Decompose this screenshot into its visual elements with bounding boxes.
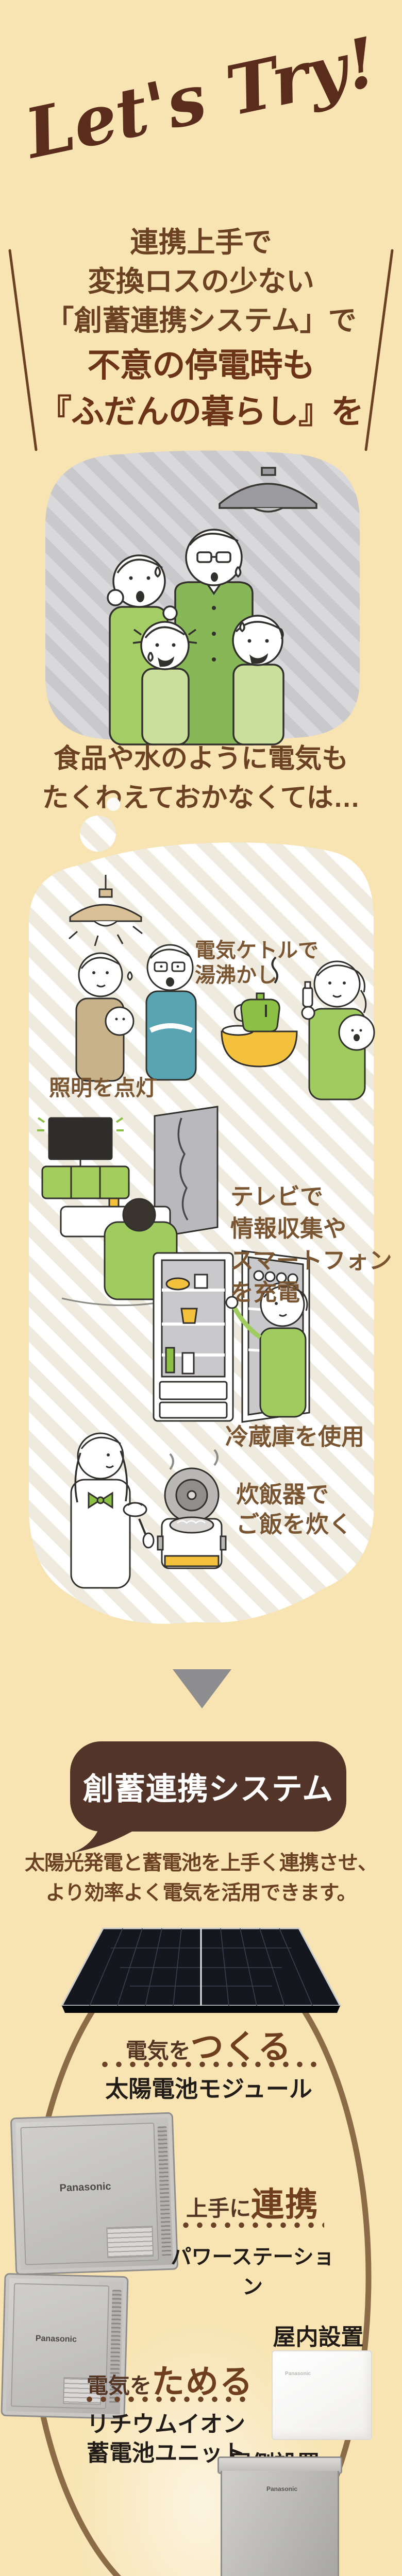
store-prefix: 電気を: [86, 2374, 152, 2398]
thought-dot-large: [80, 816, 116, 852]
power-station-vent: [157, 2126, 172, 2257]
system-badge: 創蓄連携システム: [70, 1741, 346, 1832]
system-badge-tail: [72, 1825, 137, 1853]
power-station-image-1: Panasonic: [10, 2112, 179, 2276]
headline-emphasis-1: 不意の停電時も: [87, 347, 315, 384]
system-description-1: 太陽光発電と蓄電池を上手く連携させ、: [24, 1852, 378, 1874]
blackout-caption-2: たくわえておかなくては…: [42, 783, 360, 813]
headline-emphasis-2: 『ふだんの暮らし』を: [39, 393, 364, 430]
kettle-vignette: [221, 956, 375, 1100]
tv-label: テレビで 情報収集や スマートフォン を充電: [230, 1181, 392, 1309]
store-dotted-divider: [82, 2396, 254, 2403]
link-prefix: 上手に: [186, 2196, 251, 2221]
lets-try-script: Let's Try!: [16, 22, 383, 175]
link-emphasis: 連携: [251, 2186, 319, 2223]
cooker-label: 炊飯器で ご飯を炊く: [236, 1480, 352, 1539]
cooker-label-line: 炊飯器で: [236, 1481, 329, 1507]
headline-line-1: 連携上手で: [130, 226, 272, 258]
fridge-vignette: [153, 1250, 310, 1423]
indoor-placement-label: 屋内設置: [273, 2325, 364, 2350]
headline-line-3: 「創蓄連携システム」で: [45, 304, 357, 336]
fridge-label: 冷蔵庫を使用: [225, 1423, 365, 1450]
cooker-label-line: ご飯を炊く: [236, 1511, 353, 1537]
indoor-battery-image: Panasonic: [272, 2350, 372, 2440]
lighting-label: 照明を点灯: [49, 1076, 158, 1100]
create-prefix: 電気を: [125, 2039, 191, 2063]
solar-panel-image: [60, 1927, 342, 2013]
ceiling-light-off-icon: [219, 467, 317, 513]
link-dotted-divider: [179, 2222, 324, 2229]
tv-label-line: スマートフォン: [230, 1247, 392, 1274]
indoor-battery-brand: Panasonic: [285, 2371, 311, 2377]
daughter-figure: [132, 621, 197, 745]
power-station-sticker: [106, 2226, 154, 2259]
thought-dot-small: [107, 798, 120, 811]
blackout-family-illustration: [45, 450, 360, 745]
system-badge-label: 創蓄連携システム: [82, 1772, 334, 1806]
kettle-label-1: 電気ケトルで: [195, 939, 319, 962]
outdoor-battery-brand: Panasonic: [266, 2485, 298, 2493]
lets-try-text: Let's Try!: [16, 22, 383, 175]
headline-line-2: 変換ロスの少ない: [87, 265, 314, 297]
system-description-2: より効率よく電気を活用できます。: [45, 1882, 357, 1904]
store-device-line: リチウムイオン: [87, 2412, 245, 2437]
store-emphasis: ためる: [152, 2363, 254, 2400]
create-emphasis: つくる: [190, 2028, 292, 2065]
tv-label-line: テレビで: [230, 1183, 324, 1210]
kettle-label-2: 湯沸かし: [195, 964, 277, 987]
create-dotted-divider: [98, 2061, 319, 2068]
create-heading: 電気をつくる: [88, 2021, 330, 2068]
pendant-light-icon: [69, 875, 143, 946]
thought-bubble-illustration: [28, 798, 375, 1624]
tv-label-line: 情報収集や: [230, 1215, 347, 1242]
couple-lighting-vignette: [75, 944, 197, 1082]
blackout-caption-1: 食品や水のように電気も: [53, 744, 348, 774]
link-device-label: パワーステーション: [171, 2246, 334, 2298]
rice-cooker-vignette: [70, 1432, 227, 1589]
create-device-label: 太陽電池モジュール: [105, 2076, 312, 2102]
outdoor-battery-image: Panasonic: [221, 2471, 339, 2576]
store-heading: 電気をためる: [72, 2355, 268, 2403]
tv-label-line: を充電: [230, 1279, 300, 1306]
down-arrow-icon: [173, 1669, 231, 1708]
son-figure: [232, 615, 284, 745]
link-heading: 上手に連携: [170, 2178, 335, 2226]
